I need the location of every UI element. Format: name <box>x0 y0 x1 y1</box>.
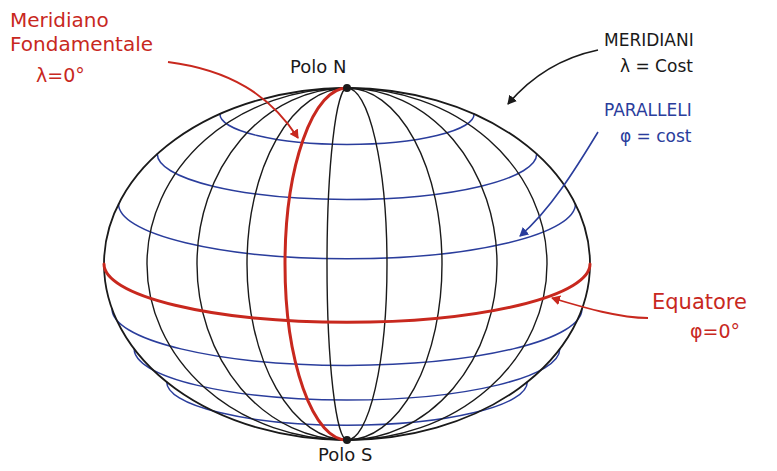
parallel-line <box>220 114 474 144</box>
meridian-line <box>347 88 387 440</box>
parallel-line <box>167 382 528 425</box>
parallel-line <box>119 204 576 259</box>
meridian-line <box>347 88 442 440</box>
pole-label: Polo N <box>290 56 346 78</box>
meridians-label: MERIDIANI <box>604 30 694 50</box>
parallel-line <box>157 154 536 200</box>
meridian-line <box>147 88 347 440</box>
longitude-value: λ = Cost <box>620 56 693 76</box>
meridian-line <box>347 88 497 440</box>
parallels-label: PARALLELI <box>604 100 692 120</box>
meridian-line <box>197 88 347 440</box>
meridian-line <box>347 88 547 440</box>
meridian-line <box>327 88 347 440</box>
longitude-value: λ=0° <box>36 64 85 87</box>
pole-dot <box>343 436 351 444</box>
fundamental-meridian <box>285 88 347 440</box>
pole-dot <box>343 84 351 92</box>
leader-line <box>508 50 598 104</box>
latitude-value: φ = cost <box>620 126 692 146</box>
meridian-label: Meridiano Fondamentale <box>10 8 170 56</box>
parallel-line <box>112 309 582 365</box>
leader-line <box>552 298 648 318</box>
parallel-line <box>134 349 560 400</box>
equator-label: Equatore <box>652 290 747 315</box>
leader-line <box>168 62 298 138</box>
meridian-line <box>247 88 347 440</box>
leader-line <box>520 132 598 236</box>
equator-line <box>104 264 590 322</box>
latitude-value: φ=0° <box>690 320 740 343</box>
pole-label: Polo S <box>318 444 372 466</box>
globe-outline <box>104 88 590 440</box>
